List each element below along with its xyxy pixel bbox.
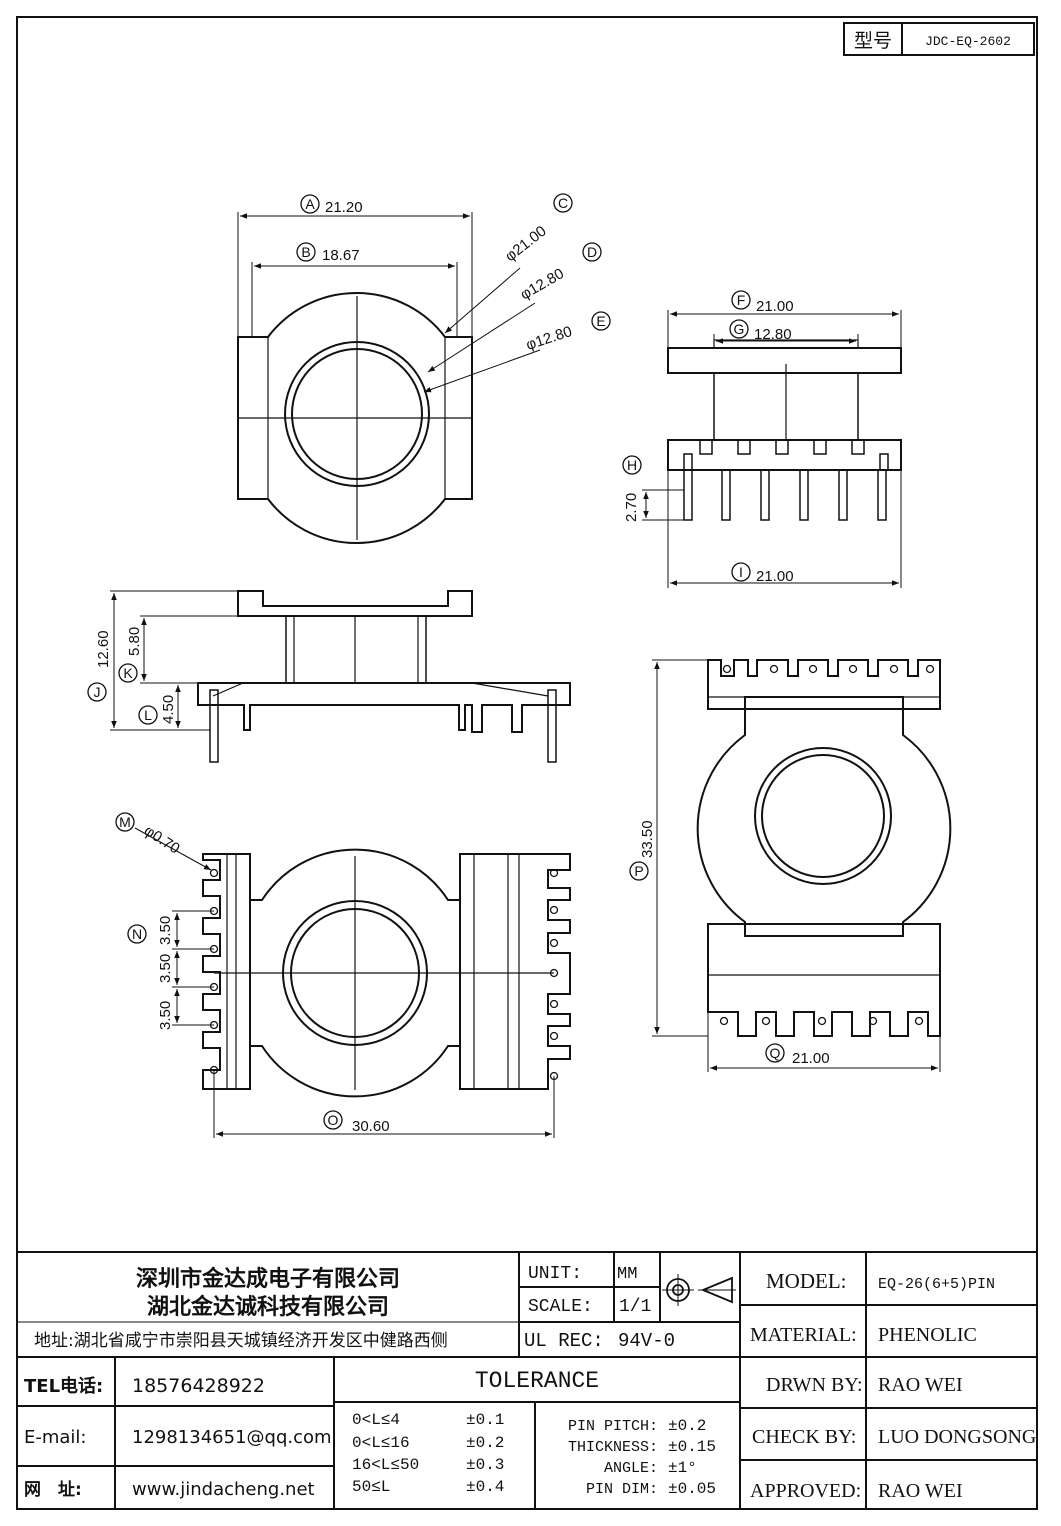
- svg-text:K: K: [123, 665, 133, 681]
- model-box-label: 型号: [854, 30, 892, 52]
- unit-label: UNIT:: [528, 1264, 582, 1284]
- dim-c: φ21.00: [502, 223, 550, 265]
- scale-value: 1/1: [619, 1297, 651, 1317]
- ul-rec-value: 94V-0: [618, 1330, 675, 1352]
- thickness-label: THICKNESS:: [568, 1439, 658, 1456]
- email-label: E-mail:: [24, 1427, 87, 1448]
- company-name-2: 湖北金达诚科技有限公司: [147, 1294, 389, 1320]
- dim-n3: 3.50: [157, 1001, 174, 1030]
- svg-text:E: E: [596, 313, 605, 329]
- web-label: 网 址:: [24, 1480, 82, 1500]
- drawn-value: RAO WEI: [878, 1374, 963, 1396]
- company-name-1: 深圳市金达成电子有限公司: [136, 1266, 400, 1292]
- svg-text:M: M: [119, 814, 131, 830]
- svg-text:H: H: [627, 457, 637, 473]
- tel-value: 18576428922: [132, 1375, 265, 1397]
- svg-text:O: O: [328, 1112, 339, 1128]
- approved-value: RAO WEI: [878, 1480, 963, 1502]
- model-label: MODEL:: [766, 1269, 847, 1293]
- angle-tol: ±1°: [668, 1459, 697, 1477]
- title-block: [17, 1251, 1037, 1509]
- tol-range-1: 0<L≤4: [352, 1411, 400, 1429]
- svg-text:D: D: [587, 244, 597, 260]
- dim-l: 4.50: [160, 695, 177, 724]
- dim-b: 18.67: [322, 247, 360, 264]
- tol-range-2: 0<L≤16: [352, 1434, 410, 1452]
- angle-label: ANGLE:: [604, 1460, 658, 1477]
- tol-value-3: ±0.3: [466, 1456, 504, 1474]
- svg-text:P: P: [634, 863, 643, 879]
- top-view: [237, 212, 541, 545]
- projection-symbol-icon: [662, 1274, 736, 1306]
- right-view: [652, 659, 952, 1072]
- dim-k: 5.80: [126, 627, 143, 656]
- tol-range-4: 50≤L: [352, 1478, 390, 1496]
- tol-value-1: ±0.1: [466, 1411, 504, 1429]
- pin-pitch-label: PIN PITCH:: [568, 1418, 658, 1435]
- web-value: www.jindacheng.net: [132, 1479, 315, 1500]
- front-view-dims: 12.60 J 5.80 K 4.50 L: [87, 627, 177, 725]
- tol-range-3: 16<L≤50: [352, 1456, 419, 1474]
- svg-text:J: J: [94, 684, 101, 700]
- side-view: [642, 310, 902, 588]
- email-value: 1298134651@qq.com: [132, 1427, 332, 1448]
- dim-h: 2.70: [623, 493, 640, 522]
- tol-value-2: ±0.2: [466, 1434, 504, 1452]
- dim-m: φ0.70: [141, 822, 183, 857]
- svg-text:Q: Q: [770, 1045, 781, 1061]
- tol-value-4: ±0.4: [466, 1478, 504, 1496]
- dim-i: 21.00: [756, 568, 794, 585]
- svg-text:G: G: [734, 321, 745, 337]
- dim-n2: 3.50: [157, 954, 174, 983]
- bottom-view-dims: M φ0.70 N 3.50 3.50 3.50 O 30.60: [115, 812, 390, 1135]
- model-value: EQ-26(6+5)PIN: [878, 1276, 995, 1293]
- dim-q: 21.00: [792, 1050, 830, 1067]
- material-label: MATERIAL:: [750, 1324, 857, 1346]
- svg-text:A: A: [305, 196, 315, 212]
- scale-label: SCALE:: [528, 1297, 593, 1317]
- svg-text:B: B: [301, 244, 310, 260]
- pin-dim-label: PIN DIM:: [586, 1481, 658, 1498]
- side-view-dims: F 21.00 G 12.80 H 2.70 I 21.00: [622, 290, 794, 585]
- svg-text:N: N: [132, 926, 142, 942]
- thickness-tol: ±0.15: [668, 1438, 716, 1456]
- dim-f: 21.00: [756, 298, 794, 315]
- company-address: 地址:湖北省咸宁市崇阳县天城镇经济开发区中健路西侧: [34, 1331, 448, 1351]
- dim-n1: 3.50: [157, 916, 174, 945]
- tolerance-title: TOLERANCE: [475, 1368, 599, 1394]
- svg-text:C: C: [558, 195, 568, 211]
- model-box-value: JDC-EQ-2602: [925, 34, 1011, 49]
- dim-j: 12.60: [95, 630, 112, 668]
- check-value: LUO DONGSONG: [878, 1426, 1036, 1448]
- svg-text:L: L: [144, 707, 152, 723]
- model-box: 型号 JDC-EQ-2602: [843, 22, 1035, 56]
- approved-label: APPROVED:: [750, 1480, 861, 1502]
- dim-e: φ12.80: [524, 323, 574, 354]
- pin-pitch-tol: ±0.2: [668, 1417, 706, 1435]
- svg-text:F: F: [737, 292, 746, 308]
- dim-p: 33.50: [639, 820, 656, 858]
- dim-d: φ12.80: [518, 265, 567, 303]
- ul-rec-label: UL REC:: [524, 1330, 604, 1352]
- dim-o: 30.60: [352, 1118, 390, 1135]
- right-view-dims: P 33.50 Q 21.00: [629, 820, 830, 1067]
- drawn-label: DRWN BY:: [766, 1374, 863, 1396]
- sheet-border: [16, 16, 1038, 1510]
- check-label: CHECK BY:: [752, 1426, 856, 1448]
- material-value: PHENOLIC: [878, 1324, 977, 1346]
- pin-dim-tol: ±0.05: [668, 1480, 716, 1498]
- unit-value: MM: [617, 1265, 637, 1284]
- dim-a: 21.20: [325, 199, 363, 216]
- tel-label: TEL电话:: [24, 1375, 103, 1397]
- bottom-view: [134, 827, 571, 1138]
- front-view: [110, 590, 571, 763]
- dim-g: 12.80: [754, 326, 792, 343]
- svg-text:I: I: [739, 564, 743, 580]
- top-view-dims: A 21.20 B 18.67 φ21.00 C φ12.80 D φ12.80…: [296, 193, 611, 354]
